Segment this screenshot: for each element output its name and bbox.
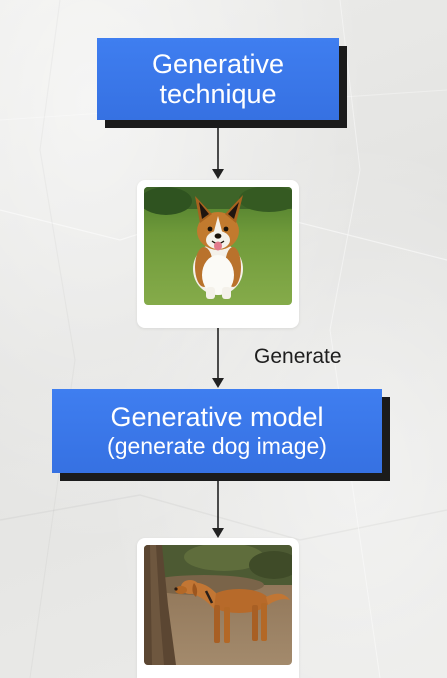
technique-box-line1: Generative — [151, 48, 285, 79]
generative-technique-box: Generative technique — [97, 38, 339, 120]
retriever-illustration — [144, 545, 292, 665]
model-box-line1: Generative model — [110, 402, 324, 432]
technique-box-line2: technique — [159, 79, 277, 109]
corgi-illustration — [144, 187, 292, 305]
generate-label: Generate — [254, 345, 342, 368]
generative-model-box: Generative model (generate dog image) — [52, 389, 382, 473]
model-box-line2: (generate dog image) — [107, 433, 327, 460]
golden-retriever-photo — [144, 545, 292, 665]
corgi-photo — [144, 187, 292, 305]
